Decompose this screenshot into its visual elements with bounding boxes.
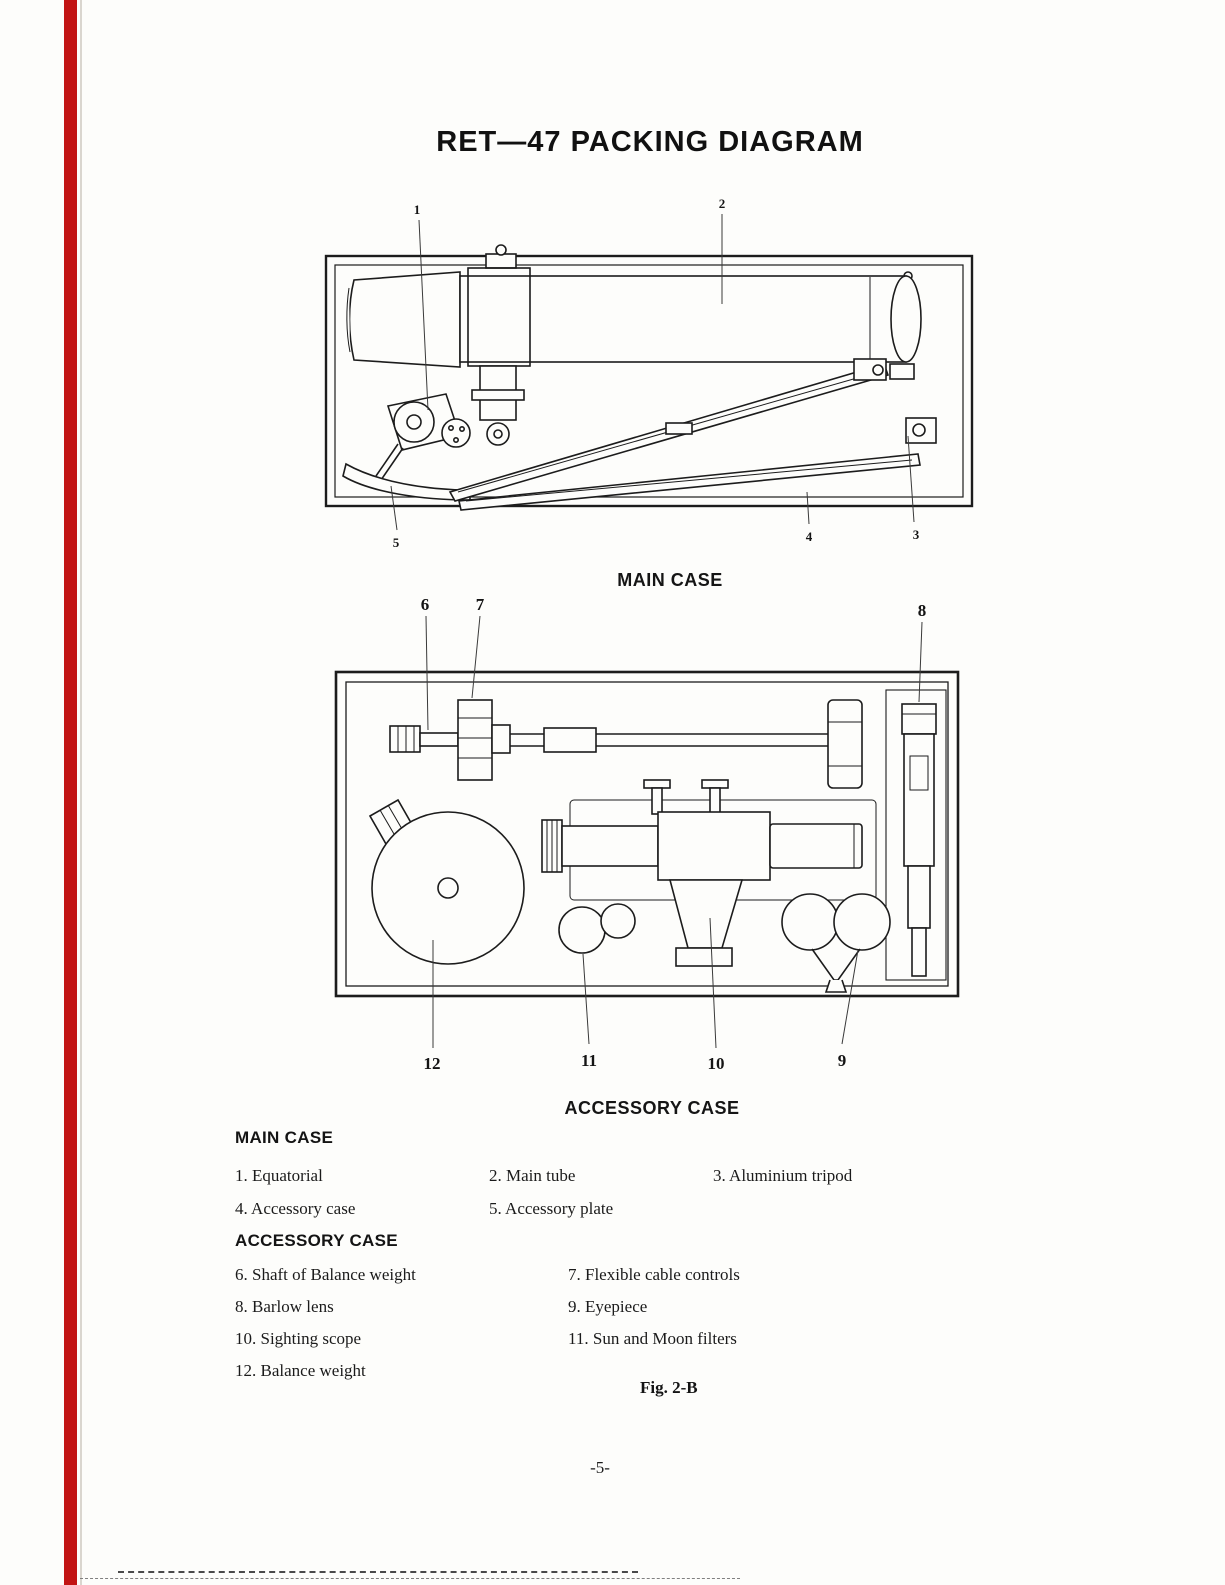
- figure-label: Fig. 2-B: [640, 1378, 698, 1397]
- part-item-12: 12. Balance weight: [235, 1361, 366, 1380]
- callout-1: 1: [414, 202, 421, 217]
- callout-11: 11: [581, 1051, 597, 1070]
- main-callout-numbers: 1 2 3 4 5: [393, 196, 920, 550]
- main-case-figure: 1 2 3 4 5: [324, 196, 974, 550]
- balance-shaft-drawing: [389, 699, 863, 789]
- page-edge-line: [80, 0, 82, 1585]
- main-callout-lines: [390, 214, 915, 531]
- sun-moon-filters-drawing: [558, 903, 636, 954]
- callout-3: 3: [913, 527, 920, 542]
- scan-artifact-line: [80, 1578, 740, 1579]
- part-item-2: 2. Main tube: [489, 1166, 576, 1185]
- part-item-9: 9. Eyepiece: [568, 1297, 648, 1316]
- callout-2: 2: [719, 196, 726, 211]
- part-item-7: 7. Flexible cable controls: [568, 1265, 740, 1284]
- main-case-list-heading: MAIN CASE: [235, 1128, 334, 1147]
- part-item-6: 6. Shaft of Balance weight: [235, 1265, 416, 1284]
- main-case-caption: MAIN CASE: [617, 570, 723, 590]
- part-item-10: 10. Sighting scope: [235, 1329, 362, 1348]
- callout-6: 6: [421, 595, 430, 614]
- part-item-8: 8. Barlow lens: [235, 1297, 334, 1316]
- callout-4: 4: [806, 529, 813, 544]
- accessory-case-caption: ACCESSORY CASE: [564, 1098, 740, 1118]
- binding-red-strip: [64, 0, 77, 1585]
- callout-10: 10: [708, 1054, 725, 1073]
- equatorial-mount-drawing: [368, 393, 471, 488]
- callout-5: 5: [393, 535, 400, 550]
- eyepiece-drawing: [781, 893, 891, 993]
- part-item-1: 1. Equatorial: [235, 1166, 323, 1185]
- accessory-callout-lines: [425, 615, 923, 1049]
- part-item-4: 4. Accessory case: [235, 1199, 356, 1218]
- part-item-3: 3. Aluminium tripod: [713, 1166, 853, 1185]
- callout-8: 8: [918, 601, 927, 620]
- accessory-callout-numbers: 6 7 8 9 10 11 12: [421, 595, 927, 1073]
- barlow-lens-drawing: [901, 703, 937, 977]
- main-tube-drawing: [346, 271, 922, 368]
- callout-12: 12: [424, 1054, 441, 1073]
- focuser-cradle-drawing: [467, 244, 531, 446]
- accessory-case-outline: [334, 670, 960, 998]
- part-item-11: 11. Sun and Moon filters: [568, 1329, 737, 1348]
- accessory-case-figure: 6 7 8 9 10 11 12: [334, 595, 960, 1073]
- callout-7: 7: [476, 595, 485, 614]
- part-item-5: 5. Accessory plate: [489, 1199, 614, 1218]
- accessory-case-list-heading: ACCESSORY CASE: [235, 1231, 398, 1250]
- callout-9: 9: [838, 1051, 847, 1070]
- tripod-legs-drawing: [448, 358, 937, 511]
- scan-artifact-line: [118, 1571, 638, 1573]
- balance-weight-drawing: [368, 798, 525, 965]
- page-number: -5-: [590, 1458, 610, 1477]
- sighting-scope-drawing: [541, 779, 877, 967]
- page-title: RET—47 PACKING DIAGRAM: [436, 126, 864, 158]
